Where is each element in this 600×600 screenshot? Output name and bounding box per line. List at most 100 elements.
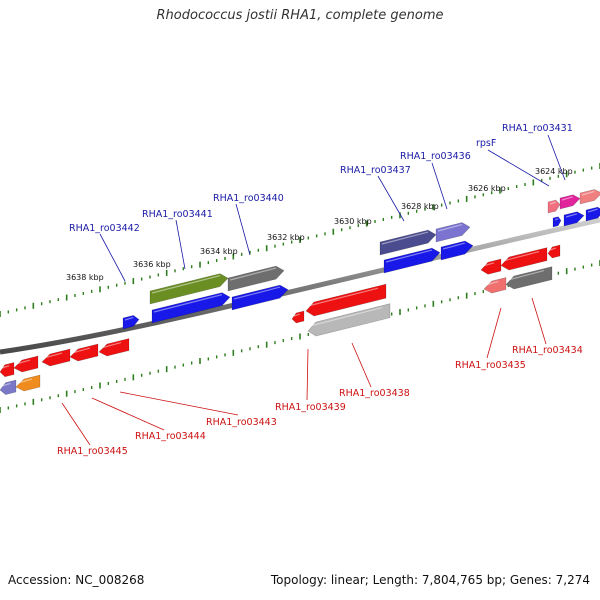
gene-ro03435-cds-shine	[482, 262, 495, 267]
label-leaders	[61, 134, 566, 446]
leader-ro03445	[61, 402, 91, 446]
leader-ro03437	[377, 175, 405, 222]
gene-label-rpsF[interactable]: rpsF	[476, 138, 496, 149]
gene-rpsF-block	[547, 199, 561, 214]
gene-ro03441-cds-shine	[233, 286, 281, 300]
gene-ro03439b-cds-shine	[307, 287, 379, 307]
gene-ro03434-cds	[500, 247, 548, 271]
gene-ro03446-cds-shine	[1, 365, 10, 369]
gene-ro03442-cds-shine	[153, 294, 223, 313]
gene-small-cds	[122, 315, 140, 330]
gene-next-block-shine	[581, 190, 595, 196]
gene-ro03435-block	[483, 277, 507, 294]
gene-ro03436-block	[435, 222, 471, 243]
gene-label-ro03442[interactable]: RHA1_ro03442	[69, 223, 140, 234]
gene-ro03438-block-shine	[309, 307, 383, 327]
gene-features	[0, 189, 600, 395]
scale-label-3630: 3630 kbp	[334, 217, 372, 226]
gene-ro03442-cds	[151, 292, 231, 324]
gene-ro03440-block-shine	[229, 267, 277, 281]
gene-ro03445-block-shine	[1, 382, 11, 387]
gene-ro03438-block	[307, 303, 391, 337]
leader-ro03441	[175, 219, 186, 270]
gene-orange-block-shine	[17, 378, 33, 384]
gene-ro03437-cds-shine	[385, 249, 433, 263]
gene-ro03444-cds-shine	[43, 352, 63, 359]
gene-label-ro03435[interactable]: RHA1_ro03435	[455, 360, 526, 371]
leader-rpsF	[487, 149, 550, 187]
gene-label-ro03440[interactable]: RHA1_ro03440	[213, 193, 284, 204]
gene-ro03434-block	[505, 266, 553, 290]
bottom-gene-labels: RHA1_ro03445 RHA1_ro03444 RHA1_ro03443 R…	[57, 345, 583, 457]
gene-ro03435-block-shine	[485, 280, 499, 286]
gene-label-ro03445[interactable]: RHA1_ro03445	[57, 446, 128, 457]
gene-next-cds-shine	[587, 208, 598, 213]
gene-label-ro03431[interactable]: RHA1_ro03431	[502, 123, 573, 134]
gene-ro03436-cds	[440, 240, 474, 261]
gene-ro03437-block	[379, 229, 437, 256]
scale-label-3636: 3636 kbp	[133, 260, 171, 269]
gene-ro03443a-cds	[69, 343, 99, 362]
gene-label-ro03443[interactable]: RHA1_ro03443	[206, 417, 277, 428]
gene-ro03436-block-shine	[437, 223, 463, 232]
leader-ro03439	[306, 348, 309, 401]
top-gene-labels: RHA1_ro03442 RHA1_ro03441 RHA1_ro03440 R…	[69, 123, 573, 234]
gene-label-ro03434[interactable]: RHA1_ro03434	[512, 345, 583, 356]
gene-next-block	[579, 189, 600, 205]
scale-label-3634: 3634 kbp	[200, 247, 238, 256]
gene-ro03436-cds-shine	[442, 242, 466, 250]
leader-ro03444	[91, 397, 165, 431]
gene-ro03441-cds	[231, 284, 289, 311]
leader-ro03440	[235, 203, 251, 256]
genome-summary: Topology: linear; Length: 7,804,765 bp; …	[270, 573, 590, 587]
gene-ro03441-block-shine	[151, 275, 221, 294]
gene-ro03431-cds-shine	[565, 213, 578, 218]
gene-small-cds-shine	[124, 316, 134, 321]
gene-ro03431-block-shine	[561, 196, 574, 201]
scale-label-3632: 3632 kbp	[267, 233, 305, 242]
gene-ro03437-block-shine	[381, 231, 429, 245]
gene-ro03440-block	[227, 265, 285, 292]
gene-ro03444-cds	[41, 348, 71, 367]
leader-ro03436	[431, 162, 448, 210]
gene-rpsF-block-shine	[549, 201, 556, 205]
gene-ro03431-block	[559, 194, 581, 210]
gene-rpsF-cds-shine	[554, 218, 559, 221]
gene-ro03443-cds	[98, 338, 130, 357]
gene-ro03441-block	[149, 273, 229, 305]
gene-orange-block	[15, 374, 41, 392]
scale-label-3624: 3624 kbp	[535, 167, 573, 176]
gene-rpsF-cds	[552, 216, 562, 228]
gene-ro03439b-cds	[305, 283, 387, 317]
gene-ro03439-cds-shine	[293, 313, 300, 317]
gene-ro03434-cds-shine	[502, 250, 540, 262]
gene-ro03445-block	[0, 379, 17, 395]
gene-ro03437-cds	[383, 247, 441, 274]
scale-label-3638: 3638 kbp	[66, 273, 104, 282]
gene-label-ro03438[interactable]: RHA1_ro03438	[339, 388, 410, 399]
accession-text: Accession: NC_008268	[8, 573, 145, 587]
scale-labels: 3638 kbp 3636 kbp 3634 kbp 3632 kbp 3630…	[66, 167, 573, 282]
gene-label-ro03439[interactable]: RHA1_ro03439	[275, 402, 346, 413]
map-title: Rhodococcus jostii RHA1, complete genome	[156, 8, 444, 23]
gene-label-ro03444[interactable]: RHA1_ro03444	[135, 431, 206, 442]
gene-label-ro03441[interactable]: RHA1_ro03441	[142, 209, 213, 220]
leader-ro03443	[119, 391, 239, 416]
gene-ro03443a-cds-shine	[71, 347, 91, 354]
leader-ro03435	[486, 307, 502, 359]
gene-ro03431-cds	[563, 211, 585, 227]
leader-ro03438	[351, 342, 372, 388]
gene-next-cds	[585, 206, 600, 222]
gene-ro03445-cds-shine	[15, 359, 31, 365]
gene-label-ro03436[interactable]: RHA1_ro03436	[400, 151, 471, 162]
gene-ro03443-cds-shine	[100, 341, 122, 349]
gene-ro03446-cds	[0, 362, 15, 378]
scale-label-3628: 3628 kbp	[401, 202, 439, 211]
leader-ro03434	[531, 297, 547, 345]
gene-ro03445-cds	[13, 355, 39, 373]
leader-ro03431	[547, 134, 566, 181]
gene-label-ro03437[interactable]: RHA1_ro03437	[340, 165, 411, 176]
gene-ro03433-cds-shine	[549, 247, 556, 251]
gene-ro03439-cds	[291, 310, 305, 324]
